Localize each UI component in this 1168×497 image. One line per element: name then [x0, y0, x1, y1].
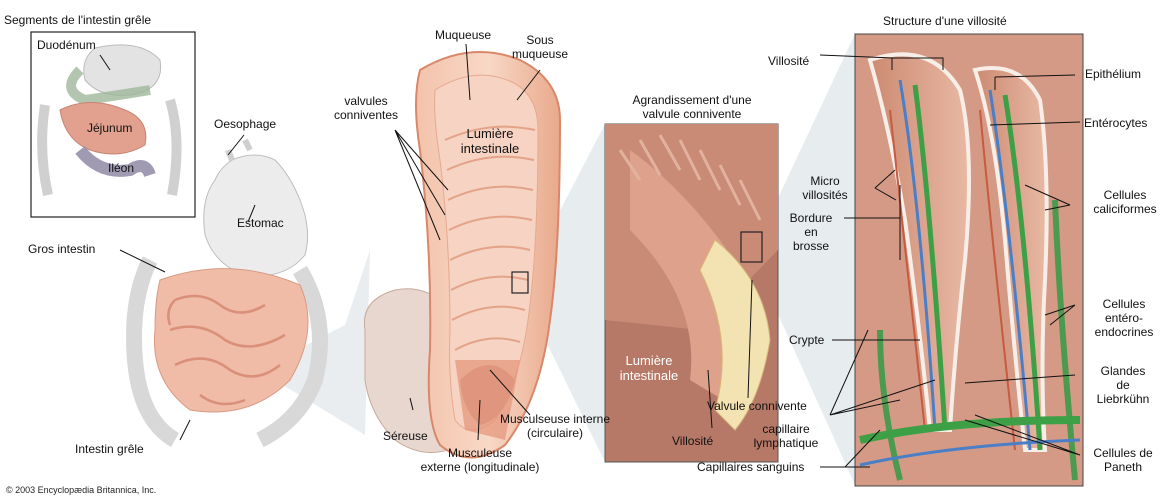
lumiere-section-label: Lumière intestinale — [450, 126, 530, 156]
glandes-label: Glandes de Liebrkühn — [1080, 364, 1166, 406]
micro-villosites-label: Micro villosités — [795, 174, 855, 202]
oesophage-label: Oesophage — [214, 117, 276, 131]
valvules-line2: conniventes — [330, 108, 402, 122]
caliciformes-line2: caliciformes — [1083, 202, 1167, 216]
villosite-valve-label: Villosité — [672, 434, 713, 448]
lumiere-valve-line2: intestinale — [612, 368, 686, 383]
musculeuse-interne-line1: Musculseuse interne — [485, 412, 625, 426]
paneth-line2: Paneth — [1080, 460, 1166, 474]
valvules-line1: valvules — [330, 94, 402, 108]
valvule-connivente-label: Valvule connivente — [707, 399, 807, 413]
sous-muqueuse-line2: muqueuse — [510, 47, 570, 61]
duodenum-label: Duodénum — [37, 38, 96, 52]
bordure-line3: brosse — [783, 239, 839, 253]
musculeuse-interne-line2: (circulaire) — [485, 426, 625, 440]
gros-intestin-label: Gros intestin — [28, 242, 95, 256]
sous-muqueuse-label: Sous muqueuse — [510, 33, 570, 61]
valve-panel-title: Agrandissement d'une valvule connivente — [612, 93, 772, 121]
enterocytes-label: Entérocytes — [1084, 116, 1147, 130]
bordure-brosse-label: Bordure en brosse — [783, 211, 839, 253]
crypte-label: Crypte — [789, 333, 824, 347]
capillaires-sanguins-label: Capillaires sanguins — [697, 460, 804, 474]
capillaire-lymphatique-label: capillaire lymphatique — [738, 422, 834, 450]
ileon-label: Iléon — [108, 161, 134, 175]
lumiere-section-line1: Lumière — [450, 126, 530, 141]
glandes-line3: Liebrkühn — [1080, 392, 1166, 406]
entero-line1: Cellules — [1084, 297, 1164, 311]
entero-line3: endocrines — [1084, 325, 1164, 339]
micro-villosites-line1: Micro — [795, 174, 855, 188]
muqueuse-label: Muqueuse — [435, 28, 491, 42]
glandes-line2: de — [1080, 378, 1166, 392]
entero-endocrines-label: Cellules entéro- endocrines — [1084, 297, 1164, 339]
paneth-line1: Cellules de — [1080, 446, 1166, 460]
entero-line2: entéro- — [1084, 311, 1164, 325]
estomac-label: Estomac — [237, 216, 284, 230]
villus-structure-panel — [855, 34, 1083, 486]
sous-muqueuse-line1: Sous — [510, 33, 570, 47]
micro-villosites-line2: villosités — [795, 188, 855, 202]
lumiere-section-line2: intestinale — [450, 141, 530, 156]
villosite-label: Villosité — [768, 54, 809, 68]
bordure-line1: Bordure — [783, 211, 839, 225]
segments-title: Segments de l'intestin grêle — [4, 13, 151, 27]
sereuse-label: Séreuse — [383, 429, 428, 443]
valvules-label: valvules conniventes — [330, 94, 402, 122]
capillaire-line2: lymphatique — [738, 436, 834, 450]
epithelium-label: Epithélium — [1085, 67, 1141, 81]
intestin-grele-label: Intestin grêle — [75, 442, 144, 456]
glandes-line1: Glandes — [1080, 364, 1166, 378]
musculeuse-externe-line2: externe (longitudinale) — [395, 460, 565, 474]
musculeuse-externe-line1: Musculeuse — [395, 446, 565, 460]
valve-title-line1: Agrandissement d'une — [612, 93, 772, 107]
paneth-label: Cellules de Paneth — [1080, 446, 1166, 474]
lumiere-valve-label: Lumière intestinale — [612, 353, 686, 383]
caliciformes-label: Cellules caliciformes — [1083, 188, 1167, 216]
musculeuse-interne-label: Musculseuse interne (circulaire) — [485, 412, 625, 440]
caliciformes-line1: Cellules — [1083, 188, 1167, 202]
valve-title-line2: valvule connivente — [612, 107, 772, 121]
lumiere-valve-line1: Lumière — [612, 353, 686, 368]
bordure-line2: en — [783, 225, 839, 239]
musculeuse-externe-label: Musculeuse externe (longitudinale) — [395, 446, 565, 474]
jejunum-label: Jéjunum — [87, 121, 132, 135]
villus-panel-title: Structure d'une villosité — [883, 14, 1007, 28]
capillaire-line1: capillaire — [738, 422, 834, 436]
